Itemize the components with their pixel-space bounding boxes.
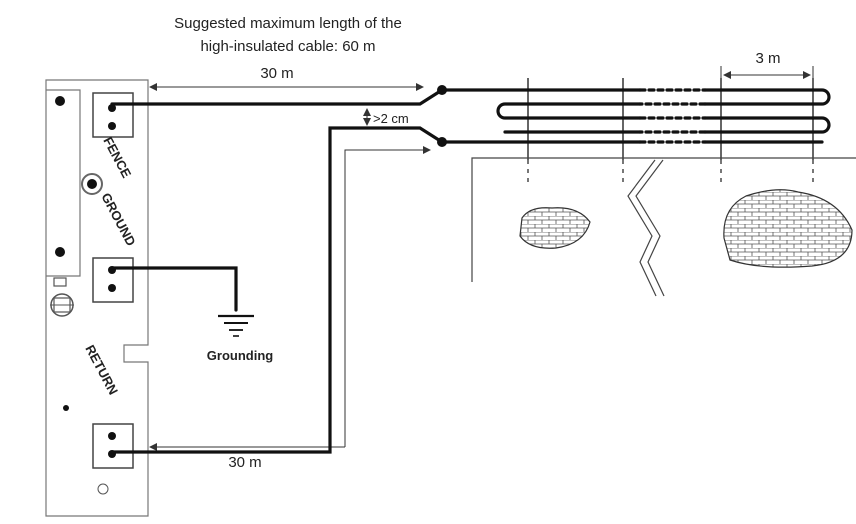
bottom-length-label: 30 m: [228, 454, 261, 471]
caption-line-1: Suggested maximum length of the: [174, 15, 402, 32]
clearance-label: >2 cm: [373, 111, 409, 126]
bottom-length-guide: [344, 146, 431, 447]
info-icon: [97, 483, 109, 495]
fuse-holder-icon: [50, 277, 74, 317]
fence-cable: [110, 88, 444, 106]
fence-wires: [440, 88, 831, 144]
spacing-label: 3 m: [755, 50, 780, 67]
grounding-label: Grounding: [207, 348, 273, 363]
ground-symbol-icon: [218, 314, 254, 337]
terminal-fence: [92, 92, 134, 138]
mounting-hole-icon: [63, 405, 69, 411]
brick-patch-large: [723, 189, 853, 268]
caption-line-2: high-insulated cable: 60 m: [200, 38, 375, 55]
wall-crack: [627, 159, 657, 297]
return-cable: [110, 126, 444, 454]
terminal-ground: [92, 257, 134, 303]
wall-outline: [471, 157, 856, 282]
return-junction: [437, 137, 447, 147]
terminal-return: [92, 423, 134, 469]
brick-patch-small: [519, 207, 591, 249]
mounting-hole-icon: [55, 96, 65, 106]
fence-junction: [437, 85, 447, 95]
top-length-label: 30 m: [260, 65, 293, 82]
led-indicator-icon: [81, 173, 103, 195]
ground-cable: [110, 266, 238, 312]
mounting-hole-icon: [55, 247, 65, 257]
